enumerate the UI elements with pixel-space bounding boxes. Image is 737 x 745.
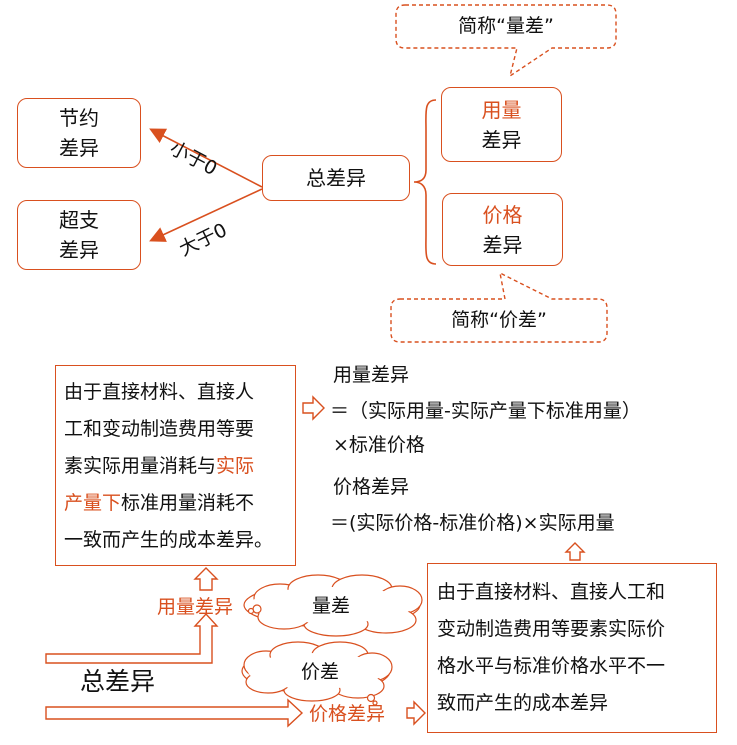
qdef-line-4: 产量下标准用量消耗不	[64, 485, 295, 522]
callout-price-text: 简称“价差”	[451, 309, 547, 331]
formula-arrow-icon	[302, 395, 325, 421]
saving-line1: 节约	[59, 106, 99, 130]
quantity-variance-box: 用量 差异	[441, 87, 562, 162]
cloud-price-shape	[241, 641, 393, 706]
pdef-line-1: 由于直接材料、直接人工和	[437, 581, 666, 603]
total-box-label: 总差异	[306, 166, 366, 190]
price-def-arrow-icon	[406, 700, 426, 726]
overspend-line2: 差异	[59, 238, 99, 262]
price-box-line2: 差异	[482, 232, 523, 257]
qdef-highlight-2: 产量下	[64, 492, 122, 514]
qdef-highlight-1: 实际	[216, 455, 255, 477]
callout-quantity-text: 简称“量差”	[458, 15, 554, 37]
overspend-line1: 超支	[59, 208, 99, 232]
price-variance-label: 价格差异	[309, 703, 386, 725]
qdef-line-4-text: 标准用量消耗不	[121, 492, 255, 514]
arrow-to-overspend	[149, 188, 263, 242]
qdef-line-2: 工和变动制造费用等要	[64, 418, 255, 440]
arrow-to-saving	[149, 128, 263, 188]
cloud-quantity-shape	[243, 574, 423, 637]
up-arrow-icon	[564, 542, 586, 561]
up-arrow-qty-icon	[193, 567, 219, 591]
pdef-line-3: 格水平与标准价格水平不一	[437, 655, 666, 677]
saving-variance-box: 节约 差异	[17, 98, 141, 168]
price-box-line1: 价格	[482, 202, 523, 227]
formula-price-title: 价格差异	[333, 476, 410, 498]
formula-quantity-title: 用量差异	[333, 364, 410, 386]
quantity-definition-box: 由于直接材料、直接人 工和变动制造费用等要 素实际用量消耗与实际 产量下标准用量…	[55, 365, 296, 566]
quantity-box-line1: 用量	[481, 97, 522, 122]
qdef-line-1: 由于直接材料、直接人	[64, 381, 255, 403]
saving-line2: 差异	[59, 136, 99, 160]
cloud-quantity-text: 量差	[312, 595, 351, 617]
total-variance-label: 总差异	[80, 667, 156, 696]
cloud-price-text: 价差	[301, 661, 340, 683]
formula-quantity-line2: ×标准价格	[333, 434, 425, 456]
price-definition-box: 由于直接材料、直接人工和 变动制造费用等要素实际价 格水平与标准价格水平不一 致…	[427, 563, 717, 733]
bent-arrow-upper	[45, 612, 219, 664]
pdef-line-2: 变动制造费用等要素实际价	[437, 618, 666, 640]
pdef-line-4: 致而产生的成本差异	[437, 692, 609, 714]
bent-arrow-lower	[45, 698, 304, 728]
formula-price-line: ＝(实际价格-标准价格)×实际用量	[330, 512, 615, 534]
callout-price-shape	[390, 271, 608, 343]
qdef-line-5: 一致而产生的成本差异。	[64, 529, 274, 551]
price-variance-box: 价格 差异	[442, 193, 563, 266]
curly-brace	[413, 99, 437, 265]
qdef-line-3: 素实际用量消耗与实际	[64, 448, 295, 485]
quantity-box-line2: 差异	[481, 127, 522, 152]
overspend-variance-box: 超支 差异	[17, 200, 141, 270]
formula-quantity-line1: ＝（实际用量-实际产量下标准用量）	[330, 400, 641, 422]
qdef-line-3-text: 素实际用量消耗与	[64, 455, 217, 477]
total-variance-box: 总差异	[262, 155, 410, 201]
callout-quantity-shape	[395, 4, 617, 78]
quantity-variance-label: 用量差异	[157, 596, 234, 618]
